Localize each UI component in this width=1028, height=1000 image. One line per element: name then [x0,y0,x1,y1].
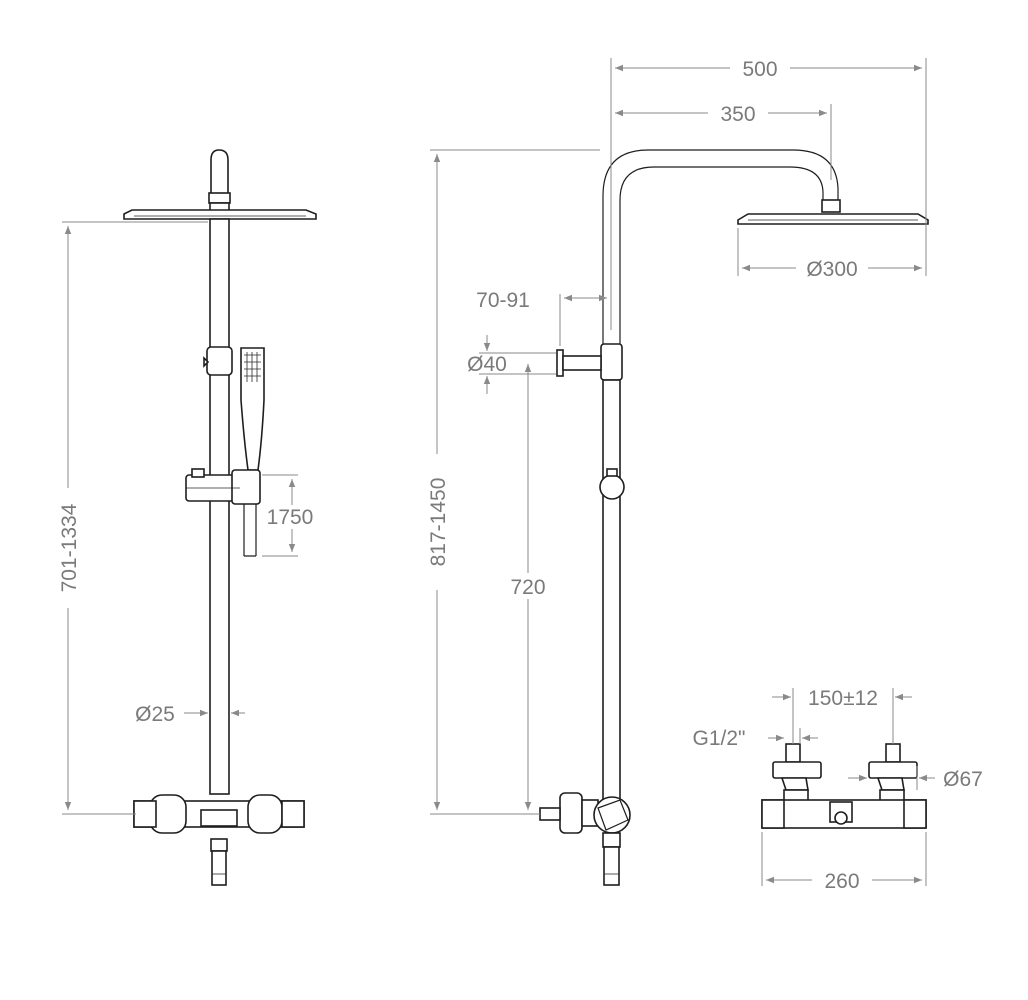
side-valve-handle [597,799,629,831]
side-view [539,149,929,886]
dim-arm-inner-label: 350 [720,103,755,126]
slide-knob [191,468,205,478]
dim-head-diameter-label: Ø300 [806,258,857,281]
dim-arm-total-label: 500 [742,58,777,81]
side-diverter [600,343,623,381]
wall-bracket-arm [562,355,602,371]
side-shower-head [737,213,929,225]
side-arm-inner [619,166,824,346]
hose [243,504,257,557]
side-slider-knob [599,474,625,500]
wall-bracket-plate [556,349,564,377]
dim-escutcheon-label: Ø67 [943,768,983,791]
hand-shower [240,347,265,471]
front-outlet-nut [210,838,228,852]
front-top-stub [210,149,229,201]
inlet-right-pipe [885,743,901,763]
valve-detail-view [761,743,927,829]
front-valve-center [200,809,238,827]
side-riser-pipe [602,379,621,801]
dim-valve-width-label: 260 [824,870,859,893]
connector-right [876,777,905,791]
side-outlet-pipe [603,846,620,886]
side-valve-escutcheon [559,792,583,834]
front-view [123,149,317,886]
hand-shower-holder [231,469,261,505]
side-dimensions: 500 350 Ø300 70-91 Ø40 817-1450 720 [423,55,927,815]
connector-left [780,777,809,791]
valve-dimensions: 150±12 G1/2" Ø67 260 [693,687,983,893]
front-outlet-pipe [211,850,227,886]
escutcheon-right [868,761,918,779]
inlet-left-pipe [785,743,801,763]
side-valve-inlet [539,807,561,821]
escutcheon-left [772,761,822,779]
dim-bracket-height-label: 720 [510,576,545,599]
side-slider-top [606,468,618,477]
front-shower-head [123,209,317,220]
front-riser-pipe [209,218,230,795]
dim-pipe-diameter-label: Ø25 [135,703,175,726]
dim-inlet-thread-label: G1/2" [693,727,746,750]
dim-bracket-diameter-label: Ø40 [467,353,507,376]
dim-wall-offset-label: 70-91 [476,289,530,312]
side-head-joint [821,199,841,213]
front-valve-knob-right [247,794,283,834]
front-diverter [206,346,233,376]
dim-inlet-spacing-label: 150±12 [808,687,878,710]
dim-front-height-label: 701-1334 [58,503,81,592]
side-outlet-nut [602,832,621,848]
front-nut [208,192,231,204]
front-dimensions: 701-1334 1750 Ø25 [54,221,322,815]
dim-side-height-label: 817-1450 [427,478,450,567]
dim-handshower-label: 1750 [267,506,314,529]
side-arm-outer [602,149,839,346]
hand-shower-grid [244,352,261,382]
